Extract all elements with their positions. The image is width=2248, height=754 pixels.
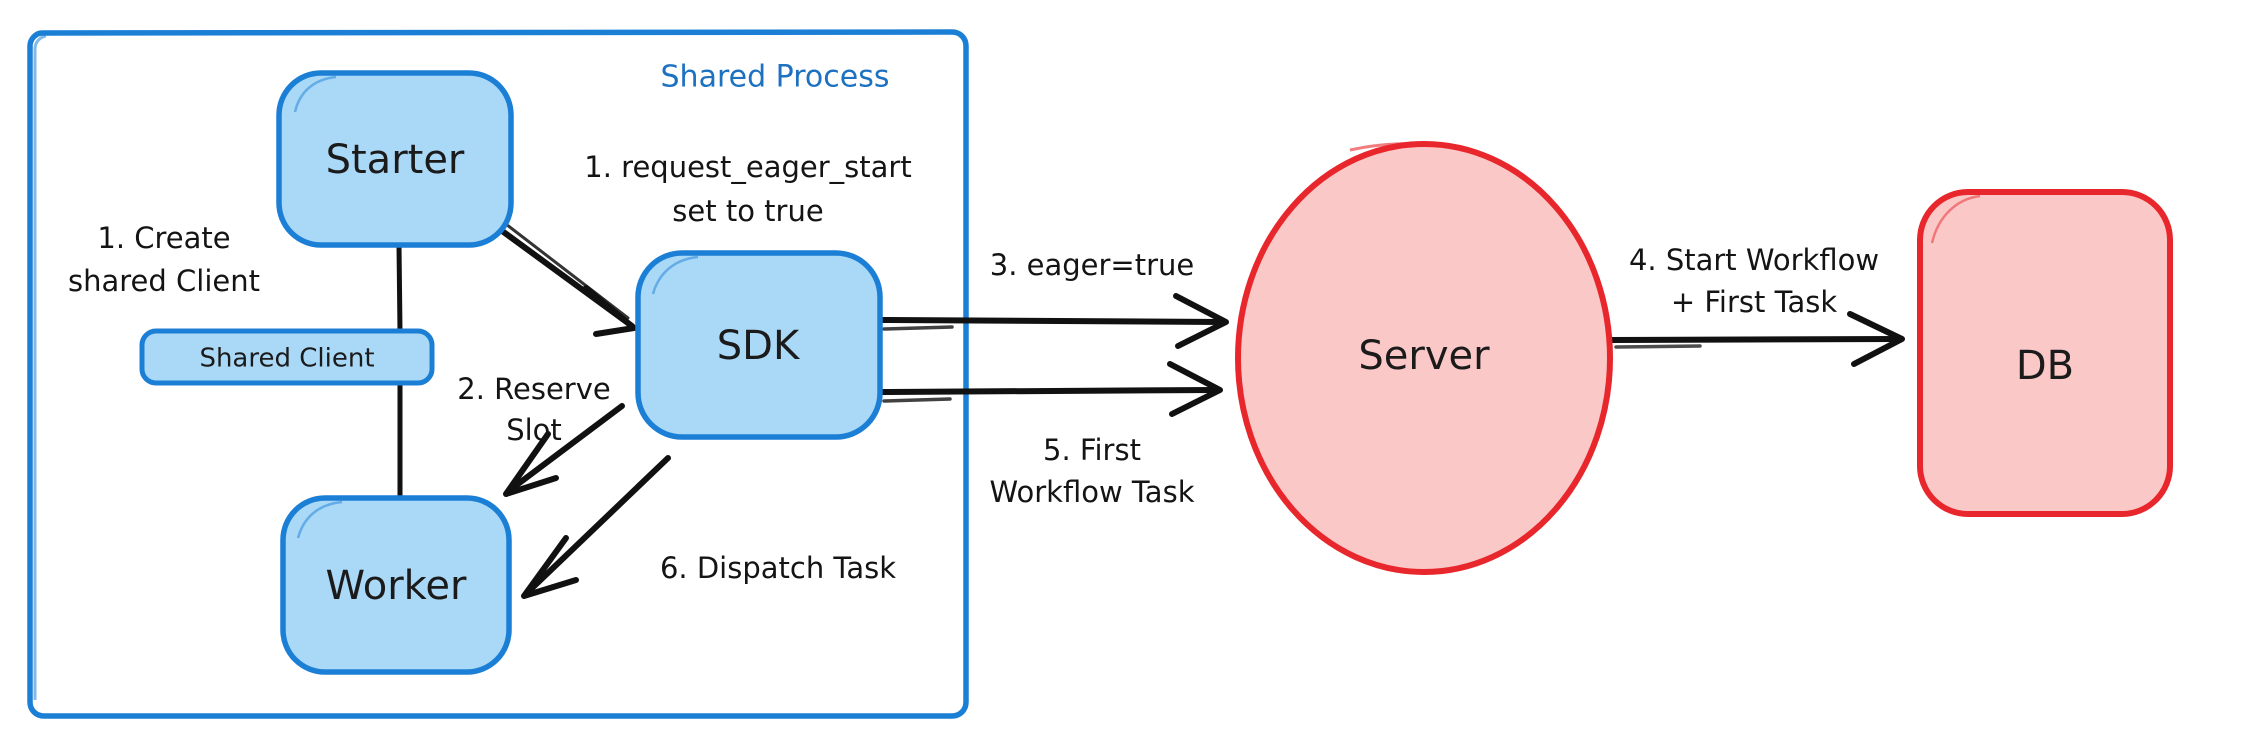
edge-label-create-shared-client-line2: shared Client	[68, 264, 260, 298]
node-starter-border	[276, 70, 514, 248]
node-db-label: DB	[2016, 343, 2074, 389]
edge-label-start-workflow-line2: + First Task	[1671, 285, 1838, 319]
edge-create-shared-client	[396, 242, 403, 501]
node-sdk-highlight	[651, 255, 699, 295]
node-worker-highlight	[296, 500, 343, 539]
edge-start-workflow	[1609, 311, 1905, 367]
arrow-line-sdk-server-sketch	[882, 325, 954, 331]
node-sdk[interactable]: SDK	[635, 250, 883, 440]
arrow-line-server-db	[1609, 336, 1901, 343]
edge-label-first-workflow-task: 5. First Workflow Task	[990, 433, 1195, 509]
node-sdk-fill	[638, 253, 880, 437]
node-worker[interactable]: Worker	[280, 495, 512, 675]
edge-eager-true	[877, 293, 1229, 349]
node-shared-client[interactable]: Shared Client	[139, 328, 435, 386]
arrowhead-worker-dispatch	[521, 535, 579, 599]
arrow-line-sdk-worker-dispatch	[525, 455, 671, 595]
arrow-line-server-db-sketch	[1614, 344, 1702, 349]
edge-label-reserve-slot-line1: 2. Reserve	[457, 372, 610, 406]
edge-label-request-eager-start-line1: 1. request_eager_start	[584, 150, 911, 184]
edge-dispatch-task	[521, 455, 671, 599]
group-title-shared-process: Shared Process	[661, 60, 890, 95]
node-shared-client-fill	[142, 331, 432, 383]
node-shared-client-label: Shared Client	[199, 344, 374, 374]
arrow-line-server-sdk	[877, 387, 1219, 395]
node-starter[interactable]: Starter	[276, 70, 514, 248]
node-worker-label: Worker	[326, 563, 467, 609]
node-db-highlight	[1930, 194, 1981, 244]
shared-process-border-sketch	[33, 34, 47, 700]
arrowhead-sdk-in	[583, 285, 637, 337]
node-db[interactable]: DB	[1917, 189, 2173, 517]
edge-reserve-slot	[503, 403, 625, 497]
shared-process-border	[27, 29, 969, 719]
edge-label-request-eager-start-line2: set to true	[672, 194, 823, 228]
edge-label-request-eager-start: 1. request_eager_start set to true	[584, 150, 911, 228]
arrow-line-sdk-worker-reserve	[507, 403, 625, 493]
edge-label-reserve-slot: 2. Reserve Slot	[457, 372, 610, 447]
node-db-fill	[1920, 192, 2170, 514]
node-starter-fill	[279, 73, 511, 245]
node-server-fill	[1238, 144, 1610, 572]
edge-label-dispatch-task-line1: 6. Dispatch Task	[660, 551, 896, 585]
edge-label-start-workflow: 4. Start Workflow + First Task	[1629, 243, 1879, 319]
arrowhead-firsttask	[1167, 361, 1223, 417]
arrowhead-server-in	[1173, 293, 1229, 349]
node-shared-client-border	[139, 328, 435, 386]
edge-label-create-shared-client: 1. Create shared Client	[68, 221, 260, 298]
node-worker-fill	[283, 498, 509, 672]
edge-label-first-workflow-task-line2: Workflow Task	[990, 475, 1195, 509]
edge-first-workflow-task	[877, 361, 1223, 417]
node-server[interactable]: Server	[1235, 141, 1613, 575]
node-worker-border	[280, 495, 512, 675]
arrow-line-sdk-server	[877, 317, 1225, 325]
node-starter-highlight	[293, 75, 337, 113]
arrowhead-db-in	[1847, 311, 1905, 367]
edge-label-reserve-slot-line2: Slot	[506, 413, 562, 447]
edge-label-eager-true-line1: 3. eager=true	[990, 248, 1195, 282]
edge-label-create-shared-client-line1: 1. Create	[97, 221, 230, 255]
edge-label-dispatch-task: 6. Dispatch Task	[660, 551, 896, 585]
node-sdk-label: SDK	[717, 323, 801, 369]
edge-label-start-workflow-line1: 4. Start Workflow	[1629, 243, 1879, 277]
arrow-line-server-sdk-sketch	[882, 397, 952, 403]
arrowhead-worker-reserve	[503, 431, 559, 497]
node-sdk-border	[635, 250, 883, 440]
edge-request-eager-start	[491, 216, 637, 337]
group-shared-process: Shared Process	[27, 29, 969, 719]
connector-starter-sharedclient	[396, 242, 403, 334]
node-server-highlight	[1349, 142, 1441, 152]
edge-label-eager-true: 3. eager=true	[990, 248, 1195, 282]
node-db-border	[1917, 189, 2173, 517]
node-server-label: Server	[1358, 333, 1490, 379]
node-starter-label: Starter	[326, 137, 465, 183]
edge-label-first-workflow-task-line1: 5. First	[1043, 433, 1141, 467]
